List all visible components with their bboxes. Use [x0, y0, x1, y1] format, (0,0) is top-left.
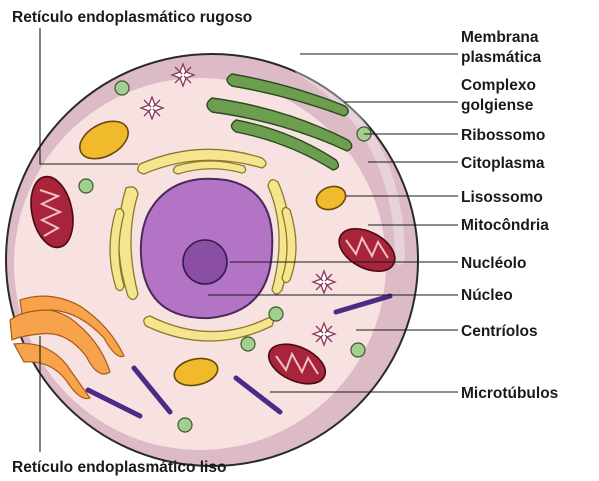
leader-lines [39, 28, 458, 452]
centriole-3 [311, 269, 337, 295]
lysosome-right [315, 185, 347, 211]
label-golgi-line2: golgiense [461, 97, 534, 114]
smooth-er [9, 295, 125, 400]
labels: Retículo endoplasmático rugoso Membrana … [12, 9, 558, 476]
label-membrane-line2: plasmática [461, 49, 542, 66]
mitochondrion-right-upper [338, 227, 396, 273]
mitochondrion-left [30, 175, 74, 249]
label-golgi-line1: Complexo [461, 77, 536, 94]
label-centrioles: Centríolos [461, 323, 538, 340]
centriole-2 [139, 95, 165, 121]
label-microtubules: Microtúbulos [461, 385, 558, 402]
ribosomes [78, 80, 372, 433]
label-cytoplasm: Citoplasma [461, 155, 545, 172]
label-nucleolus: Nucléolo [461, 255, 526, 272]
label-ribosome: Ribossomo [461, 127, 545, 144]
centrioles [139, 62, 337, 347]
lysosome-bottom [173, 357, 219, 387]
nucleus [139, 177, 274, 320]
label-membrane-line1: Membrana [461, 29, 539, 46]
mitochondrion-right-lower [267, 343, 327, 385]
label-lysosome: Lisossomo [461, 189, 543, 206]
mitochondria [30, 175, 396, 385]
label-rough-er: Retículo endoplasmático rugoso [12, 9, 252, 26]
label-nucleus: Núcleo [461, 287, 513, 304]
lysosome-top-left [79, 120, 129, 160]
nucleolus-body [182, 239, 228, 285]
lysosomes [79, 120, 347, 387]
microtubules [85, 293, 393, 419]
centriole-1 [170, 62, 196, 88]
label-mitochondria: Mitocôndria [461, 217, 549, 234]
label-smooth-er: Retículo endoplasmático liso [12, 459, 226, 476]
centriole-4 [311, 321, 337, 347]
golgi-complex [206, 73, 353, 171]
cell-highlight [295, 65, 405, 265]
rough-er [109, 148, 297, 342]
